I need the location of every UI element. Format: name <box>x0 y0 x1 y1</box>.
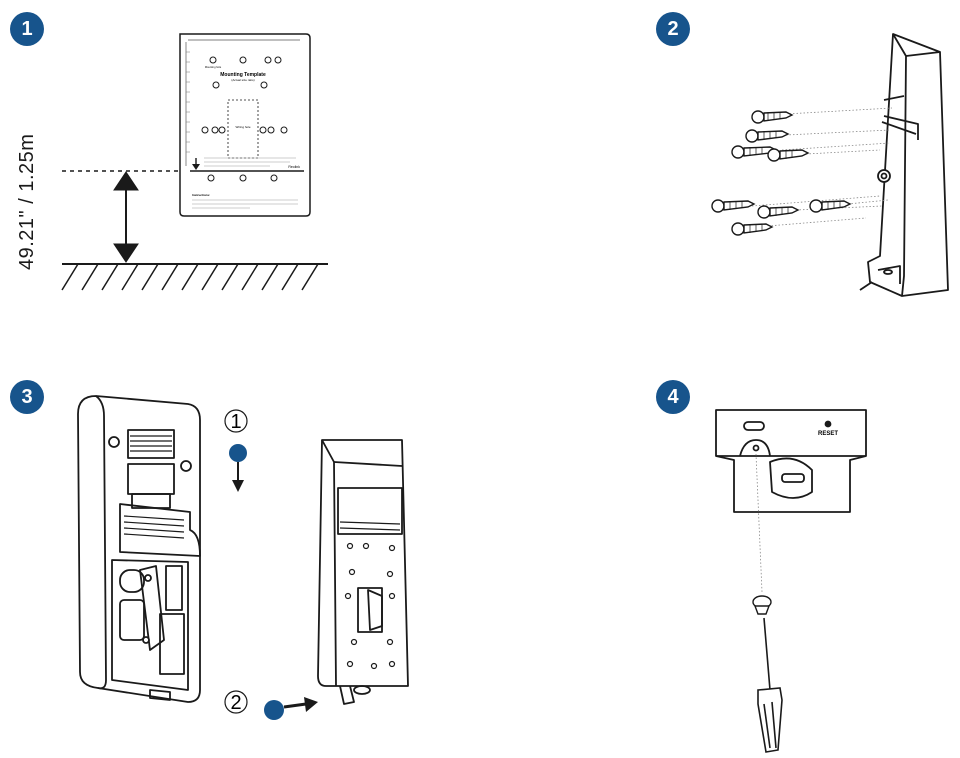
step-4-badge: 4 <box>656 380 690 414</box>
screw-icon <box>711 110 852 236</box>
doorbell-bottom-view <box>715 409 867 513</box>
template-title: Mounting Template <box>220 72 266 78</box>
arrow-right-icon <box>283 697 318 712</box>
mounting-bracket <box>859 33 949 297</box>
step-2-badge: 2 <box>656 12 690 46</box>
template-subtitle: (Actual size ratio) <box>231 78 254 82</box>
mounting-bracket-front <box>317 439 409 705</box>
ground-hatch <box>61 263 319 291</box>
substep-2-label: 2 <box>230 692 241 714</box>
mounting-template-sheet: Mounting Template (Actual size ratio) Wi… <box>179 33 311 217</box>
template-brand: Reolink <box>288 165 300 169</box>
substep-1-dot <box>229 444 247 462</box>
substep-2-ring <box>224 690 248 714</box>
template-note-label: Instructions: <box>192 193 210 197</box>
doorbell-back-view <box>77 395 201 703</box>
screwdriver-icon <box>757 617 783 753</box>
substep-1-ring <box>224 409 248 433</box>
template-hole-label: Mounting hole <box>205 65 222 69</box>
double-arrow-icon <box>113 171 139 263</box>
screw-icon <box>752 595 772 615</box>
arrow-down-icon <box>232 462 244 492</box>
substep-1-label: 1 <box>230 411 241 433</box>
step-1-badge: 1 <box>10 12 44 46</box>
arrow-down-icon <box>192 158 200 170</box>
reset-label: RESET <box>818 431 838 437</box>
template-wiring-label: Wiring hole <box>235 125 250 129</box>
screw-guide-line <box>755 453 763 593</box>
substep-2-dot <box>264 700 284 720</box>
step-3-badge: 3 <box>10 380 44 414</box>
